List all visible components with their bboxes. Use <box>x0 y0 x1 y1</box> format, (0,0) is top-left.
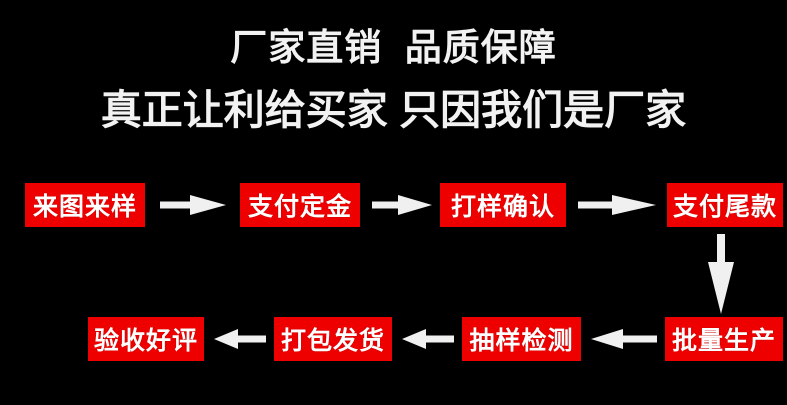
arrow-left-icon-1 <box>591 328 657 350</box>
arrow-right-icon-2 <box>372 194 432 216</box>
step-box-da-bao-fa-huo[interactable]: 打包发货 <box>274 317 392 361</box>
step-box-lai-tu-lai-yang[interactable]: 来图来样 <box>25 183 145 227</box>
arrow-left-icon-3 <box>214 328 266 350</box>
step-box-da-yang-que-ren[interactable]: 打样确认 <box>440 183 566 227</box>
step-box-yan-shou-hao-ping[interactable]: 验收好评 <box>88 317 204 361</box>
arrow-right-icon-1 <box>160 194 226 216</box>
arrow-down-icon <box>703 234 739 314</box>
step-box-chou-yang-jian-ce[interactable]: 抽样检测 <box>462 317 581 361</box>
process-flow-row-2: 验收好评 打包发货 抽样检测 批量生产 <box>0 317 787 363</box>
headline-line-2: 真正让利给买家 只因我们是厂家 <box>100 87 687 133</box>
step-box-zhi-fu-wei-kuan[interactable]: 支付尾款 <box>667 183 783 227</box>
arrow-left-icon-2 <box>402 328 454 350</box>
headline-line-1: 厂家直销 品质保障 <box>230 27 557 68</box>
process-flow-row-1: 来图来样 支付定金 打样确认 支付尾款 <box>0 183 787 229</box>
step-box-zhi-fu-ding-jin[interactable]: 支付定金 <box>240 183 360 227</box>
step-box-pi-liang-sheng-chan[interactable]: 批量生产 <box>665 317 783 361</box>
arrow-right-icon-3 <box>578 194 656 216</box>
headline-block: 厂家直销 品质保障 真正让利给买家 只因我们是厂家 <box>0 24 787 136</box>
